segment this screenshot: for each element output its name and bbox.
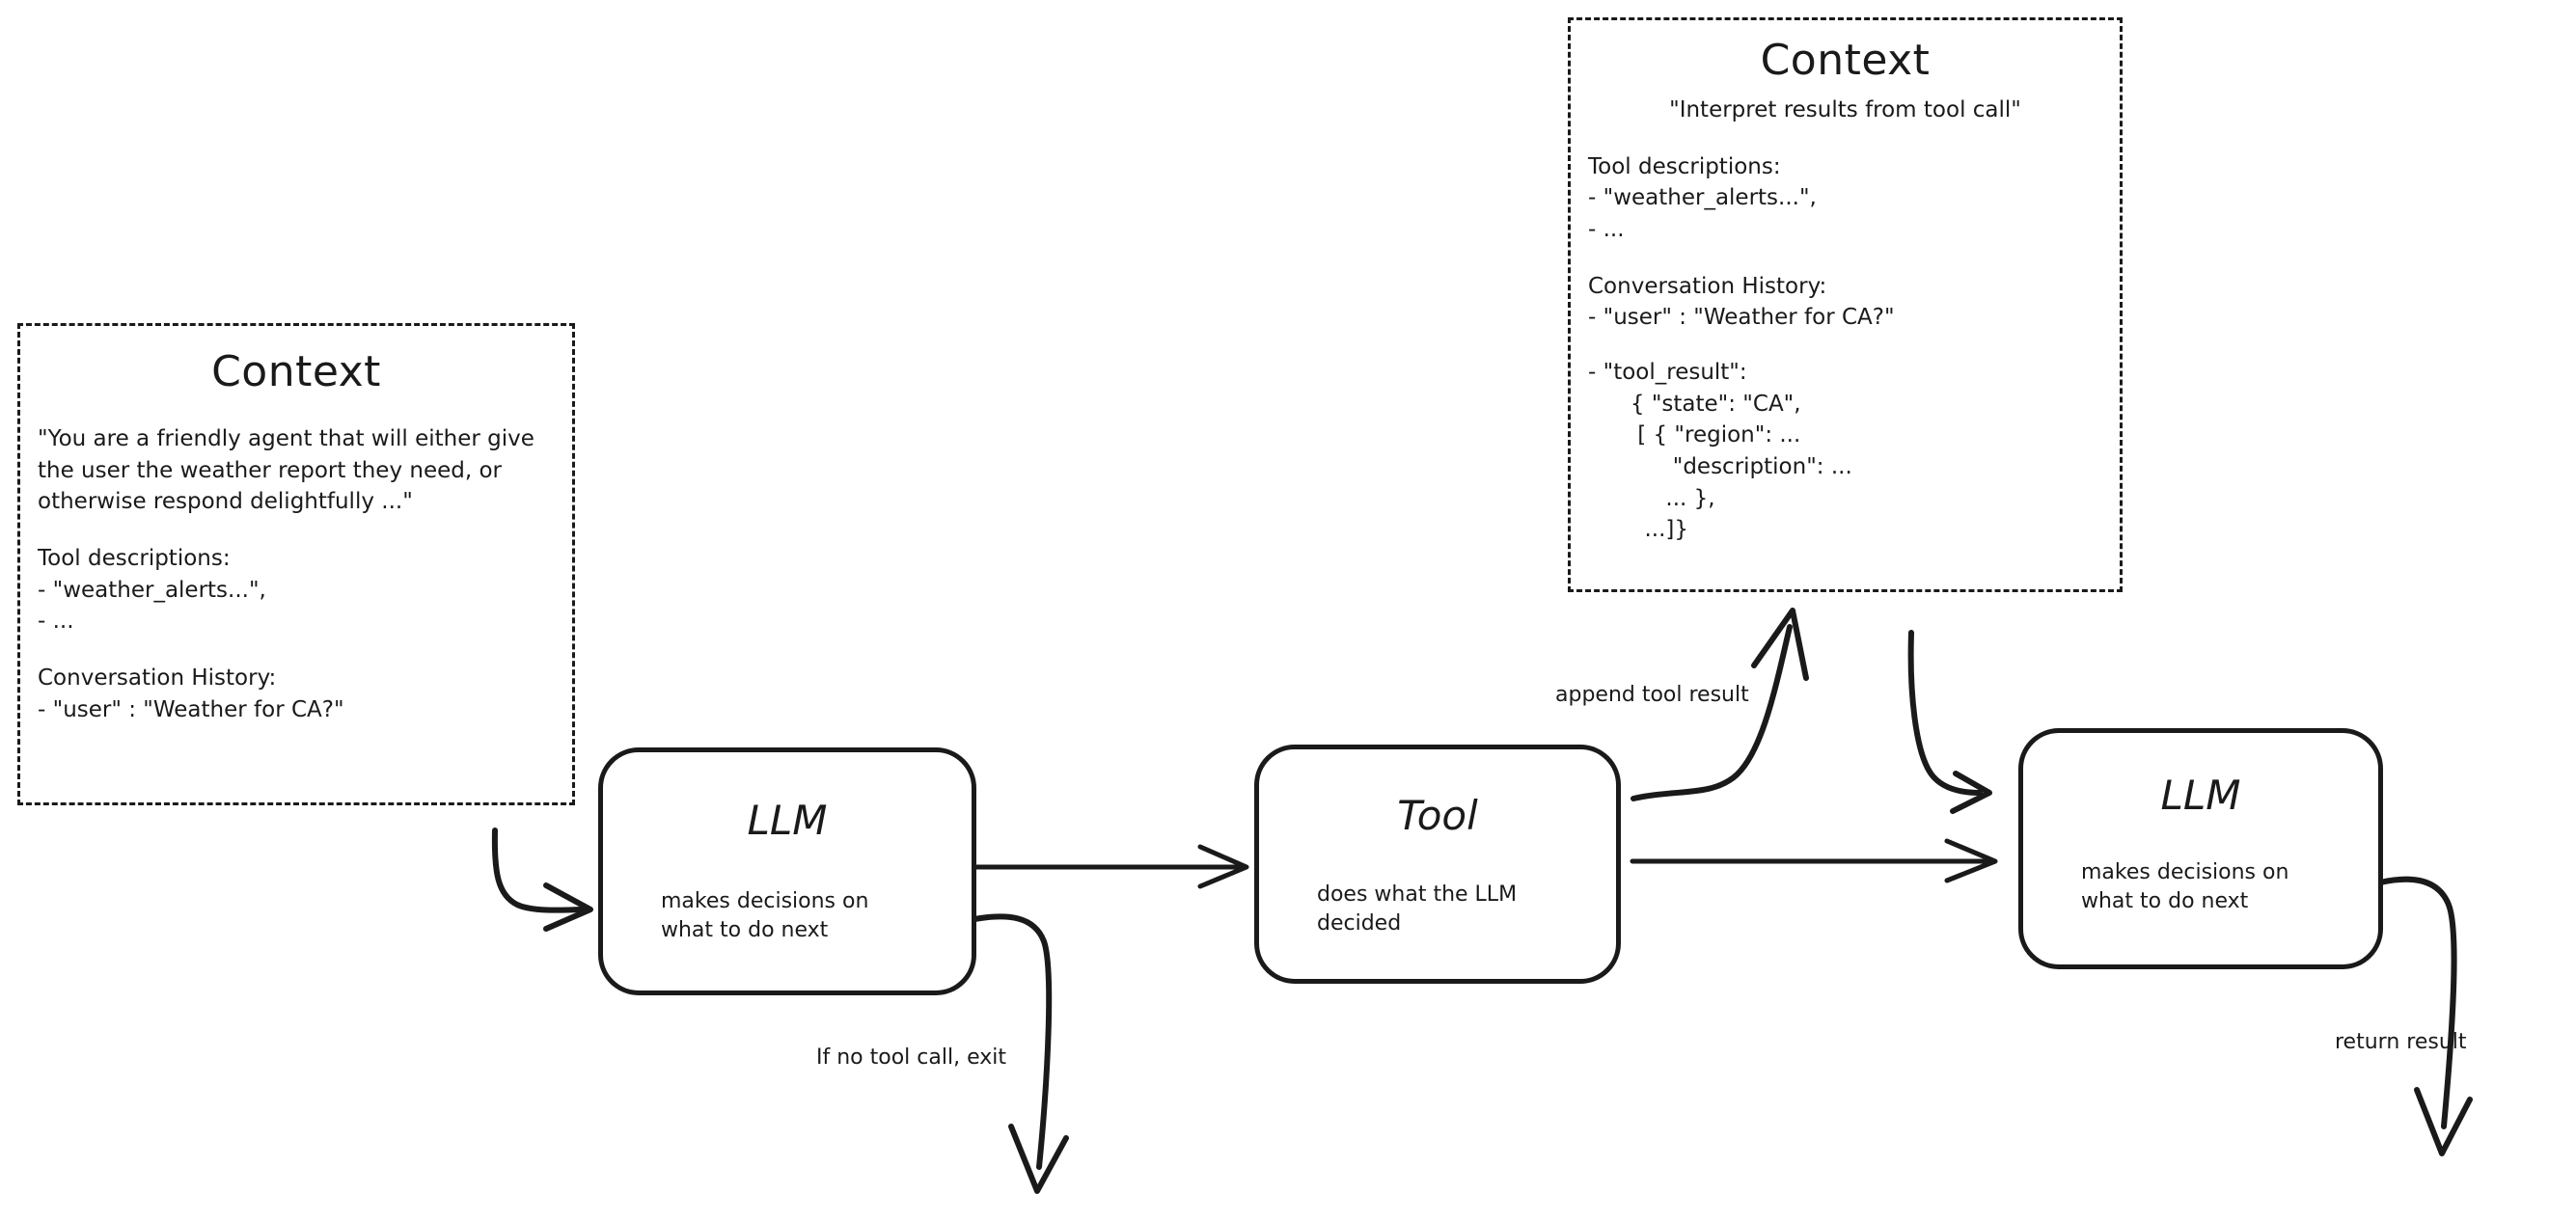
context-left-conversation-history: Conversation History: - "user" : "Weathe…: [38, 665, 344, 722]
context-right-conversation-history: Conversation History: - "user" : "Weathe…: [1588, 273, 1895, 331]
arrow-context-left-to-llm1: [491, 828, 593, 932]
context-right-intro: "Interpret results from tool call": [1669, 97, 2021, 122]
context-right-tool-result: - "tool_result": { "state": "CA", [ { "r…: [1588, 359, 1852, 543]
node-llm-second-subtitle: makes decisions on what to do next: [2081, 860, 2289, 914]
node-llm-first[interactable]: LLM makes decisions on what to do next: [598, 747, 976, 995]
node-tool-subtitle: does what the LLM decided: [1317, 882, 1518, 936]
edge-label-return-result: return result: [2335, 1030, 2467, 1054]
node-llm-second[interactable]: LLM makes decisions on what to do next: [2018, 728, 2383, 969]
node-tool[interactable]: Tool does what the LLM decided: [1254, 745, 1621, 984]
context-box-left: Context "You are a friendly agent that w…: [17, 323, 575, 805]
context-left-title: Context: [211, 347, 381, 396]
arrow-tool-to-llm2: [1630, 838, 1998, 883]
arrow-llm2-return: [2377, 876, 2473, 1156]
context-left-system-prompt: "You are a friendly agent that will eith…: [38, 426, 542, 515]
node-llm-second-title: LLM: [2160, 772, 2241, 819]
edge-label-append-tool-result: append tool result: [1555, 683, 1749, 707]
node-llm-first-title: LLM: [747, 797, 828, 844]
context-left-tool-descriptions: Tool descriptions: - "weather_alerts..."…: [38, 545, 266, 635]
arrow-context-right-to-llm2: [1907, 630, 1992, 814]
context-right-tool-descriptions: Tool descriptions: - "weather_alerts..."…: [1588, 153, 1817, 242]
arrow-llm1-to-tool: [968, 844, 1249, 889]
edge-label-if-no-tool-call-exit: If no tool call, exit: [816, 1045, 1006, 1070]
node-llm-first-subtitle: makes decisions on what to do next: [661, 889, 869, 943]
context-box-right: Context "Interpret results from tool cal…: [1568, 17, 2123, 592]
node-tool-title: Tool: [1397, 792, 1478, 839]
context-right-title: Context: [1760, 36, 1931, 85]
